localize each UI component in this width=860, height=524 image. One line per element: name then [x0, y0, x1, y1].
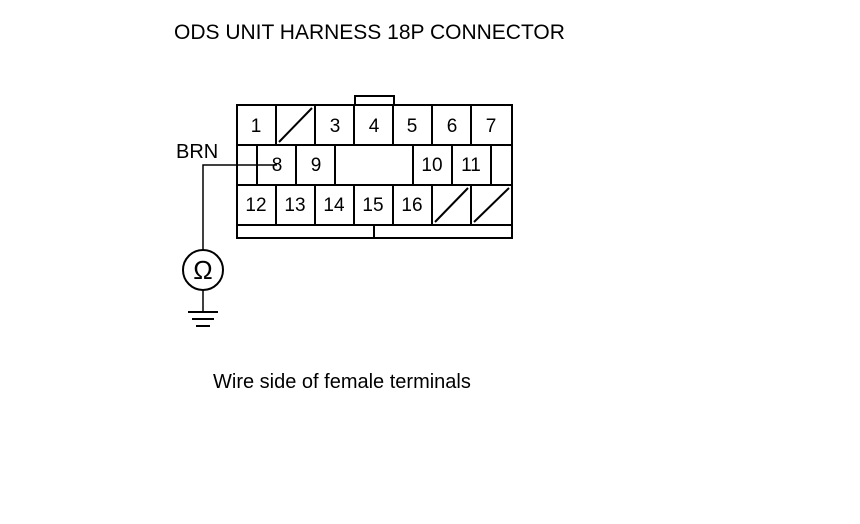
terminal-13: 13	[284, 195, 305, 216]
connector-lock-tab	[354, 95, 395, 106]
terminal-3: 3	[330, 116, 341, 137]
terminal-1: 1	[251, 116, 262, 137]
diagram-caption: Wire side of female terminals	[213, 371, 471, 393]
ohm-symbol: Ω	[193, 255, 212, 285]
probe-wire	[202, 164, 277, 252]
empty-cavity-2	[278, 107, 313, 143]
ground-icon	[188, 311, 218, 327]
terminal-5: 5	[407, 116, 418, 137]
terminal-6: 6	[447, 116, 458, 137]
empty-cavity-17	[434, 187, 469, 223]
connector-body	[236, 104, 513, 239]
terminal-9: 9	[311, 155, 322, 176]
empty-cavity-18	[473, 187, 510, 223]
terminal-16: 16	[401, 195, 422, 216]
terminal-7: 7	[486, 116, 497, 137]
terminal-11: 11	[461, 155, 481, 176]
terminal-14: 14	[323, 195, 345, 216]
terminal-12: 12	[245, 195, 266, 216]
diagram-title: ODS UNIT HARNESS 18P CONNECTOR	[174, 21, 565, 44]
terminal-10: 10	[421, 155, 442, 176]
terminal-4: 4	[369, 116, 380, 137]
terminal-15: 15	[362, 195, 383, 216]
wire-color-label: BRN	[176, 141, 218, 163]
